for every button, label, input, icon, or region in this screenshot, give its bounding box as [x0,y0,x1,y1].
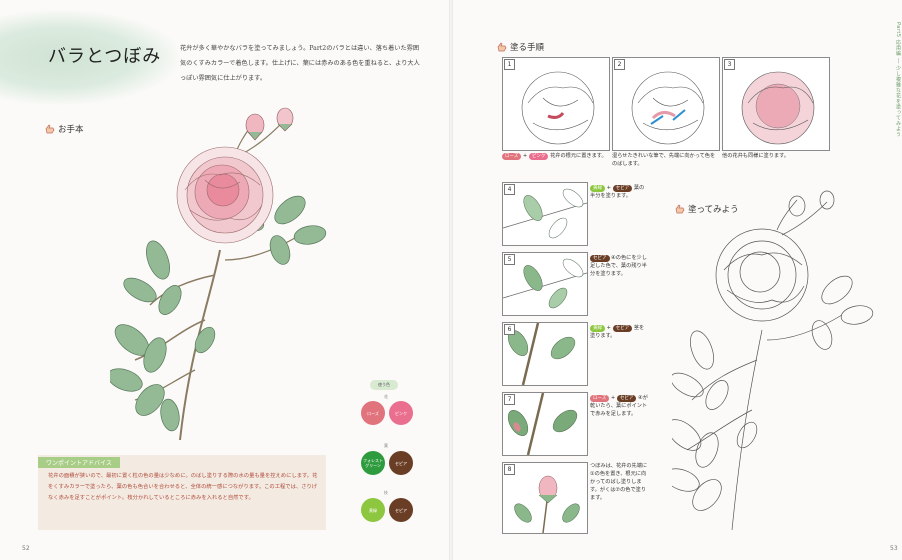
pencil-chip: ピンク [528,153,549,160]
example-rose-illustration [110,107,327,441]
page-title: バラとつぼみ [48,46,162,67]
rose-bloom [176,146,274,244]
bud-sketch [514,475,580,533]
palette-title: 使う色 [370,380,398,390]
example-heading-label: お手本 [58,125,84,135]
pencil-swatch: 黄緑 [361,498,385,522]
example-heading: お手本 [44,122,84,135]
steps-heading: 塗る手順 [496,40,544,53]
pencil-chip: セピア [612,325,633,332]
step-4-text: 葉の半分を塗ります。 [590,185,645,199]
coloring-outline-rose [672,190,874,531]
step-3-caption: 他の花弁も同様に塗ります。 [722,153,789,159]
stem-sketch [507,393,578,455]
pencil-chip: ローズ [502,153,522,160]
advice-label: ワンポイントアドバイス [38,457,120,468]
step-number: 4 [504,184,515,195]
step-5-image: 5 [502,252,588,316]
step-number: 1 [504,59,515,70]
step-2-caption: 湿らせたきれいな筆で、先端に向かって色をのばします。 [612,153,716,167]
pencil-swatch: ローズ [361,401,385,425]
step-5-caption: セピア ④の色にを少し足した色で、葉の残り半分を塗ります。 [590,254,648,278]
try-heading-label: 塗ってみよう [688,205,739,215]
rose-sketch [741,71,815,145]
leaf-sketch [503,188,587,239]
step-1-caption: ローズ + ピンク 花弁の根元に置きます。 [502,152,608,160]
step-number: 5 [504,254,515,265]
palette-group-stem: 枝 [384,490,388,495]
step-number: 2 [614,59,625,70]
step-number: 7 [504,394,515,405]
try-heading: 塗ってみよう [674,202,739,215]
step-6-text: 茎を塗ります。 [590,325,645,339]
leaf-sketch [503,258,587,309]
rose-sketch [521,71,595,145]
pencil-swatch: セピア [389,451,413,475]
step-6-caption: 黄緑 + セピア 茎を塗ります。 [590,325,645,339]
left-page: バラとつぼみ 花弁が多く華やかなバラを塗ってみましょう。Part2のバラとは違い… [0,0,450,560]
pencil-swatch: ピンク [389,401,413,425]
pencil-chip: セピア [612,185,633,192]
pencil-chip: セピア [616,395,637,402]
right-page: 塗る手順 Part5 応用編 ― 少し複雑な花を塗ってみよう 1 2 3 [452,0,902,560]
step-1-image: 1 [502,57,610,151]
pencil-swatch: フォレスト グリーン [361,451,385,475]
page-number-right: 53 [890,545,898,552]
step-7-text: ④が乾いたら、葉にポイントで赤みを足します。 [590,395,648,417]
step-number: 6 [504,324,515,335]
book-gutter [449,0,453,560]
title-background-wash [0,10,180,105]
step-5-text: ④の色にを少し足した色で、葉の残り半分を塗ります。 [590,255,647,277]
step-number: 3 [724,59,735,70]
step-3-image: 3 [722,57,830,151]
rose-sketch [631,71,705,145]
stem-sketch [507,323,576,385]
pointing-hand-icon [45,124,55,134]
step-4-image: 4 [502,182,588,246]
part-side-tab: Part5 応用編 ― 少し複雑な花を塗ってみよう [895,22,901,138]
pencil-swatch: セピア [389,498,413,522]
page-number-left: 52 [22,545,30,552]
step-7-image: 7 [502,392,588,456]
pointing-hand-icon [675,204,685,214]
pencil-chip: ローズ [590,395,610,402]
pencil-chip: セピア [590,255,610,262]
step-7-caption: ローズ + セピア ④が乾いたら、葉にポイントで赤みを足します。 [590,395,648,417]
pencil-chip: 黄緑 [590,325,605,332]
step-6-image: 6 [502,322,588,386]
step-8-image: 8 [502,462,588,534]
advice-box: ワンポイントアドバイス 花弁の面積が狭いので、最初に置く粒の色の量は少なめに。の… [38,455,326,530]
step-number: 8 [504,464,515,475]
step-4-caption: 黄緑 + セピア 葉の半分を塗ります。 [590,185,645,199]
steps-heading-label: 塗る手順 [510,43,545,53]
intro-text: 花弁が多く華やかなバラを塗ってみましょう。Part2のバラとは違い、落ち着いた雰… [180,45,420,82]
pointing-hand-icon [497,42,507,52]
advice-text: 花弁の面積が狭いので、最初に置く粒の色の量は少なめに。のばし塗りする際の水の量も… [48,473,318,501]
step-2-image: 2 [612,57,720,151]
palette-group-flower: 花 [384,394,388,399]
step-8-caption: つぼみは、花弁の先端に①の色を置き、根元に向かってのばし塗りします。がくは⑦の色… [590,463,648,501]
palette-group-leaf: 葉 [384,443,388,448]
step-1-text: 花弁の根元に置きます。 [550,153,607,159]
color-palette: 使う色 花 ローズ ピンク 葉 フォレスト グリーン セピア 枝 黄緑 セピア [356,380,416,530]
pencil-chip: 黄緑 [590,185,605,192]
